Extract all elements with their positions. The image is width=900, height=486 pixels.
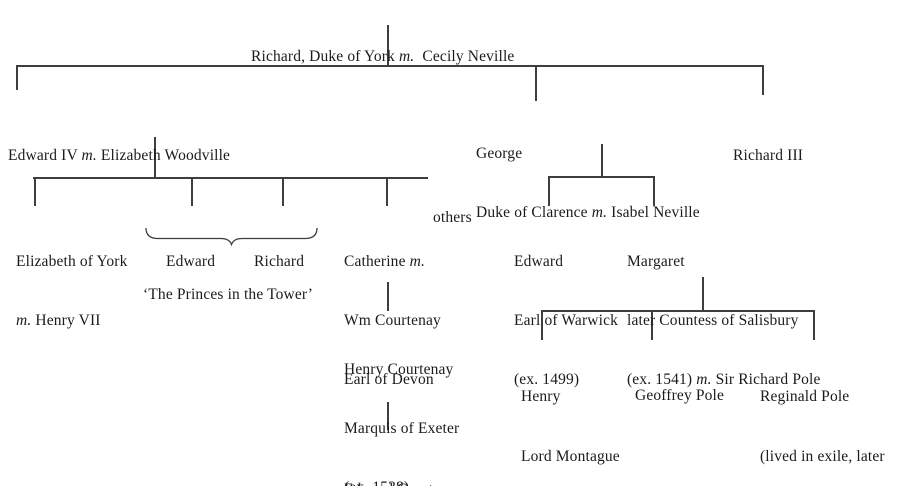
married-abbrev: m. xyxy=(398,48,415,66)
married-abbrev: m. xyxy=(16,311,32,329)
node-others: others xyxy=(433,209,472,227)
node-richard-iii: Richard III xyxy=(733,147,804,165)
node-margaret-countess-of-salisbury: Margaret later Countess of Salisbury (ex… xyxy=(627,253,821,388)
married-abbrev: m. xyxy=(591,203,608,221)
node-geoffrey-pole: Geoffrey Pole xyxy=(635,387,725,405)
node-elizabeth-of-york: Elizabeth of York m. Henry VII xyxy=(16,253,128,329)
node-henry-lord-montague: Henry Lord Montague (ex. 1539) xyxy=(521,388,620,465)
node-catherine: Catherine m. Wm Courtenay Earl of Devon xyxy=(344,253,441,388)
married-abbrev: m. xyxy=(81,147,97,165)
node-edward-earl-of-warwick: Edward Earl of Warwick (ex. 1499) xyxy=(514,253,619,388)
node-richard-prince: Richard xyxy=(254,253,305,271)
node-edward-iv: Edward IV m. Elizabeth Woodville xyxy=(8,147,231,165)
married-abbrev: m. xyxy=(696,370,712,388)
node-george-duke-of-clarence: George Duke of Clarence m. Isabel Nevill… xyxy=(476,145,700,221)
node-edward-courtenay: Edward Courtenay Earl of Devon xyxy=(344,441,463,486)
princes-in-the-tower-caption: ‘The Princes in the Tower’ xyxy=(143,286,314,304)
node-edward-prince: Edward xyxy=(166,253,216,271)
princes-brace xyxy=(145,227,318,247)
node-richard-duke-of-york: Richard, Duke of York m. Cecily Neville xyxy=(251,48,515,66)
node-henry-courtenay: Henry Courtenay Marquis of Exeter (ex. 1… xyxy=(344,361,460,486)
married-abbrev: m. xyxy=(409,253,426,271)
node-reginald-pole: Reginald Pole (lived in exile, later Car… xyxy=(760,388,885,465)
